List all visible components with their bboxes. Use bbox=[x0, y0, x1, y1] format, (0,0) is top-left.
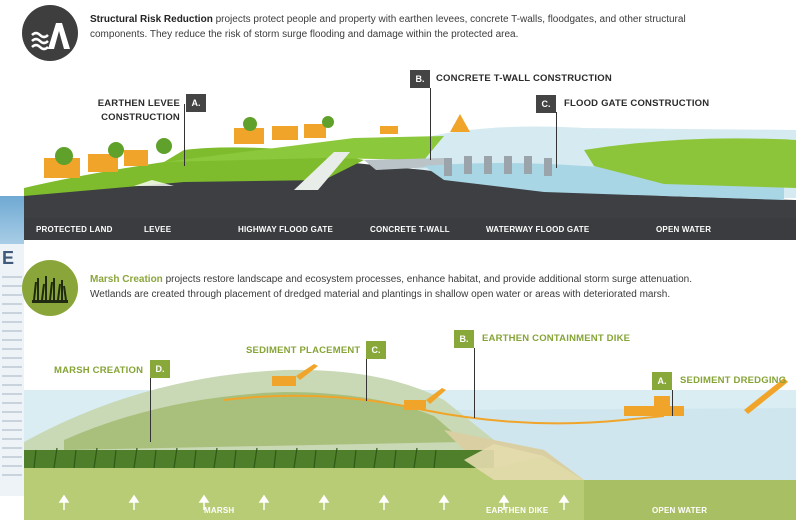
tag-a-marsh: A. bbox=[652, 372, 672, 390]
ground-label-open-water: OPEN WATER bbox=[652, 506, 708, 515]
cropped-background-document: E bbox=[0, 196, 24, 496]
marsh-intro: Marsh Creation projects restore landscap… bbox=[90, 272, 795, 302]
twall-callout-line bbox=[430, 88, 431, 160]
callout-earthen-levee-line2: CONSTRUCTION bbox=[101, 112, 180, 123]
cropped-text-lines bbox=[2, 276, 22, 476]
callout-concrete-twall: CONCRETE T-WALL CONSTRUCTION bbox=[436, 73, 612, 84]
sediment-dredging-callout-line bbox=[672, 390, 673, 416]
callout-marsh-creation: MARSH CREATION bbox=[54, 365, 144, 376]
tag-c-marsh: C. bbox=[366, 341, 386, 359]
callout-earthen-containment-dike: EARTHEN CONTAINMENT DIKE bbox=[482, 333, 631, 344]
structural-label-bar: PROTECTED LAND LEVEE HIGHWAY FLOOD GATE … bbox=[24, 218, 796, 240]
callout-earthen-levee-line1: EARTHEN LEVEE bbox=[97, 98, 180, 109]
bar-label-waterway-flood-gate: WATERWAY FLOOD GATE bbox=[486, 225, 590, 234]
bar-label-concrete-twall: CONCRETE T-WALL bbox=[370, 225, 450, 234]
cropped-photo-strip bbox=[0, 196, 24, 244]
tag-b-marsh: B. bbox=[454, 330, 474, 348]
levee-callout-line bbox=[184, 104, 185, 166]
sediment-placement-callout-line bbox=[366, 359, 367, 401]
marsh-intro-title: Marsh Creation bbox=[90, 274, 163, 285]
callout-flood-gate: FLOOD GATE CONSTRUCTION bbox=[564, 98, 710, 109]
structural-intro-line1: projects protect people and property wit… bbox=[212, 14, 686, 25]
containment-dike-callout-line bbox=[474, 348, 475, 418]
callout-earthen-levee: EARTHEN LEVEE CONSTRUCTION bbox=[88, 97, 180, 125]
tag-b-structural: B. bbox=[410, 70, 430, 88]
marsh-intro-line1: projects restore landscape and ecosystem… bbox=[162, 274, 693, 285]
marsh-intro-line2: Wetlands are created through placement o… bbox=[90, 289, 671, 300]
ground-label-marsh: MARSH bbox=[204, 506, 235, 515]
marsh-creation-callout-line bbox=[150, 378, 151, 442]
structural-icon bbox=[22, 5, 78, 61]
bar-label-open-water: OPEN WATER bbox=[656, 225, 712, 234]
tag-c-structural: C. bbox=[536, 95, 556, 113]
marsh-grass-icon bbox=[32, 276, 68, 303]
marsh-icon bbox=[22, 260, 78, 316]
tag-a-structural: A. bbox=[186, 94, 206, 112]
marsh-landscape-illustration bbox=[24, 364, 796, 520]
levee-wave-icon bbox=[31, 23, 70, 51]
structural-intro-line2: components. They reduce the risk of stor… bbox=[90, 29, 519, 40]
structural-intro-title: Structural Risk Reduction bbox=[90, 14, 213, 25]
cropped-heading-letter: E bbox=[2, 248, 15, 268]
bar-label-levee: LEVEE bbox=[144, 225, 172, 234]
ground-label-earthen-dike: EARTHEN DIKE bbox=[486, 506, 549, 515]
callout-sediment-dredging: SEDIMENT DREDGING bbox=[680, 375, 787, 386]
structural-intro: Structural Risk Reduction projects prote… bbox=[90, 12, 795, 42]
floodgate-callout-line bbox=[556, 112, 557, 168]
bar-label-highway-flood-gate: HIGHWAY FLOOD GATE bbox=[238, 225, 334, 234]
callout-sediment-placement: SEDIMENT PLACEMENT bbox=[246, 345, 361, 356]
bar-label-protected-land: PROTECTED LAND bbox=[36, 225, 113, 234]
tag-d-marsh: D. bbox=[150, 360, 170, 378]
